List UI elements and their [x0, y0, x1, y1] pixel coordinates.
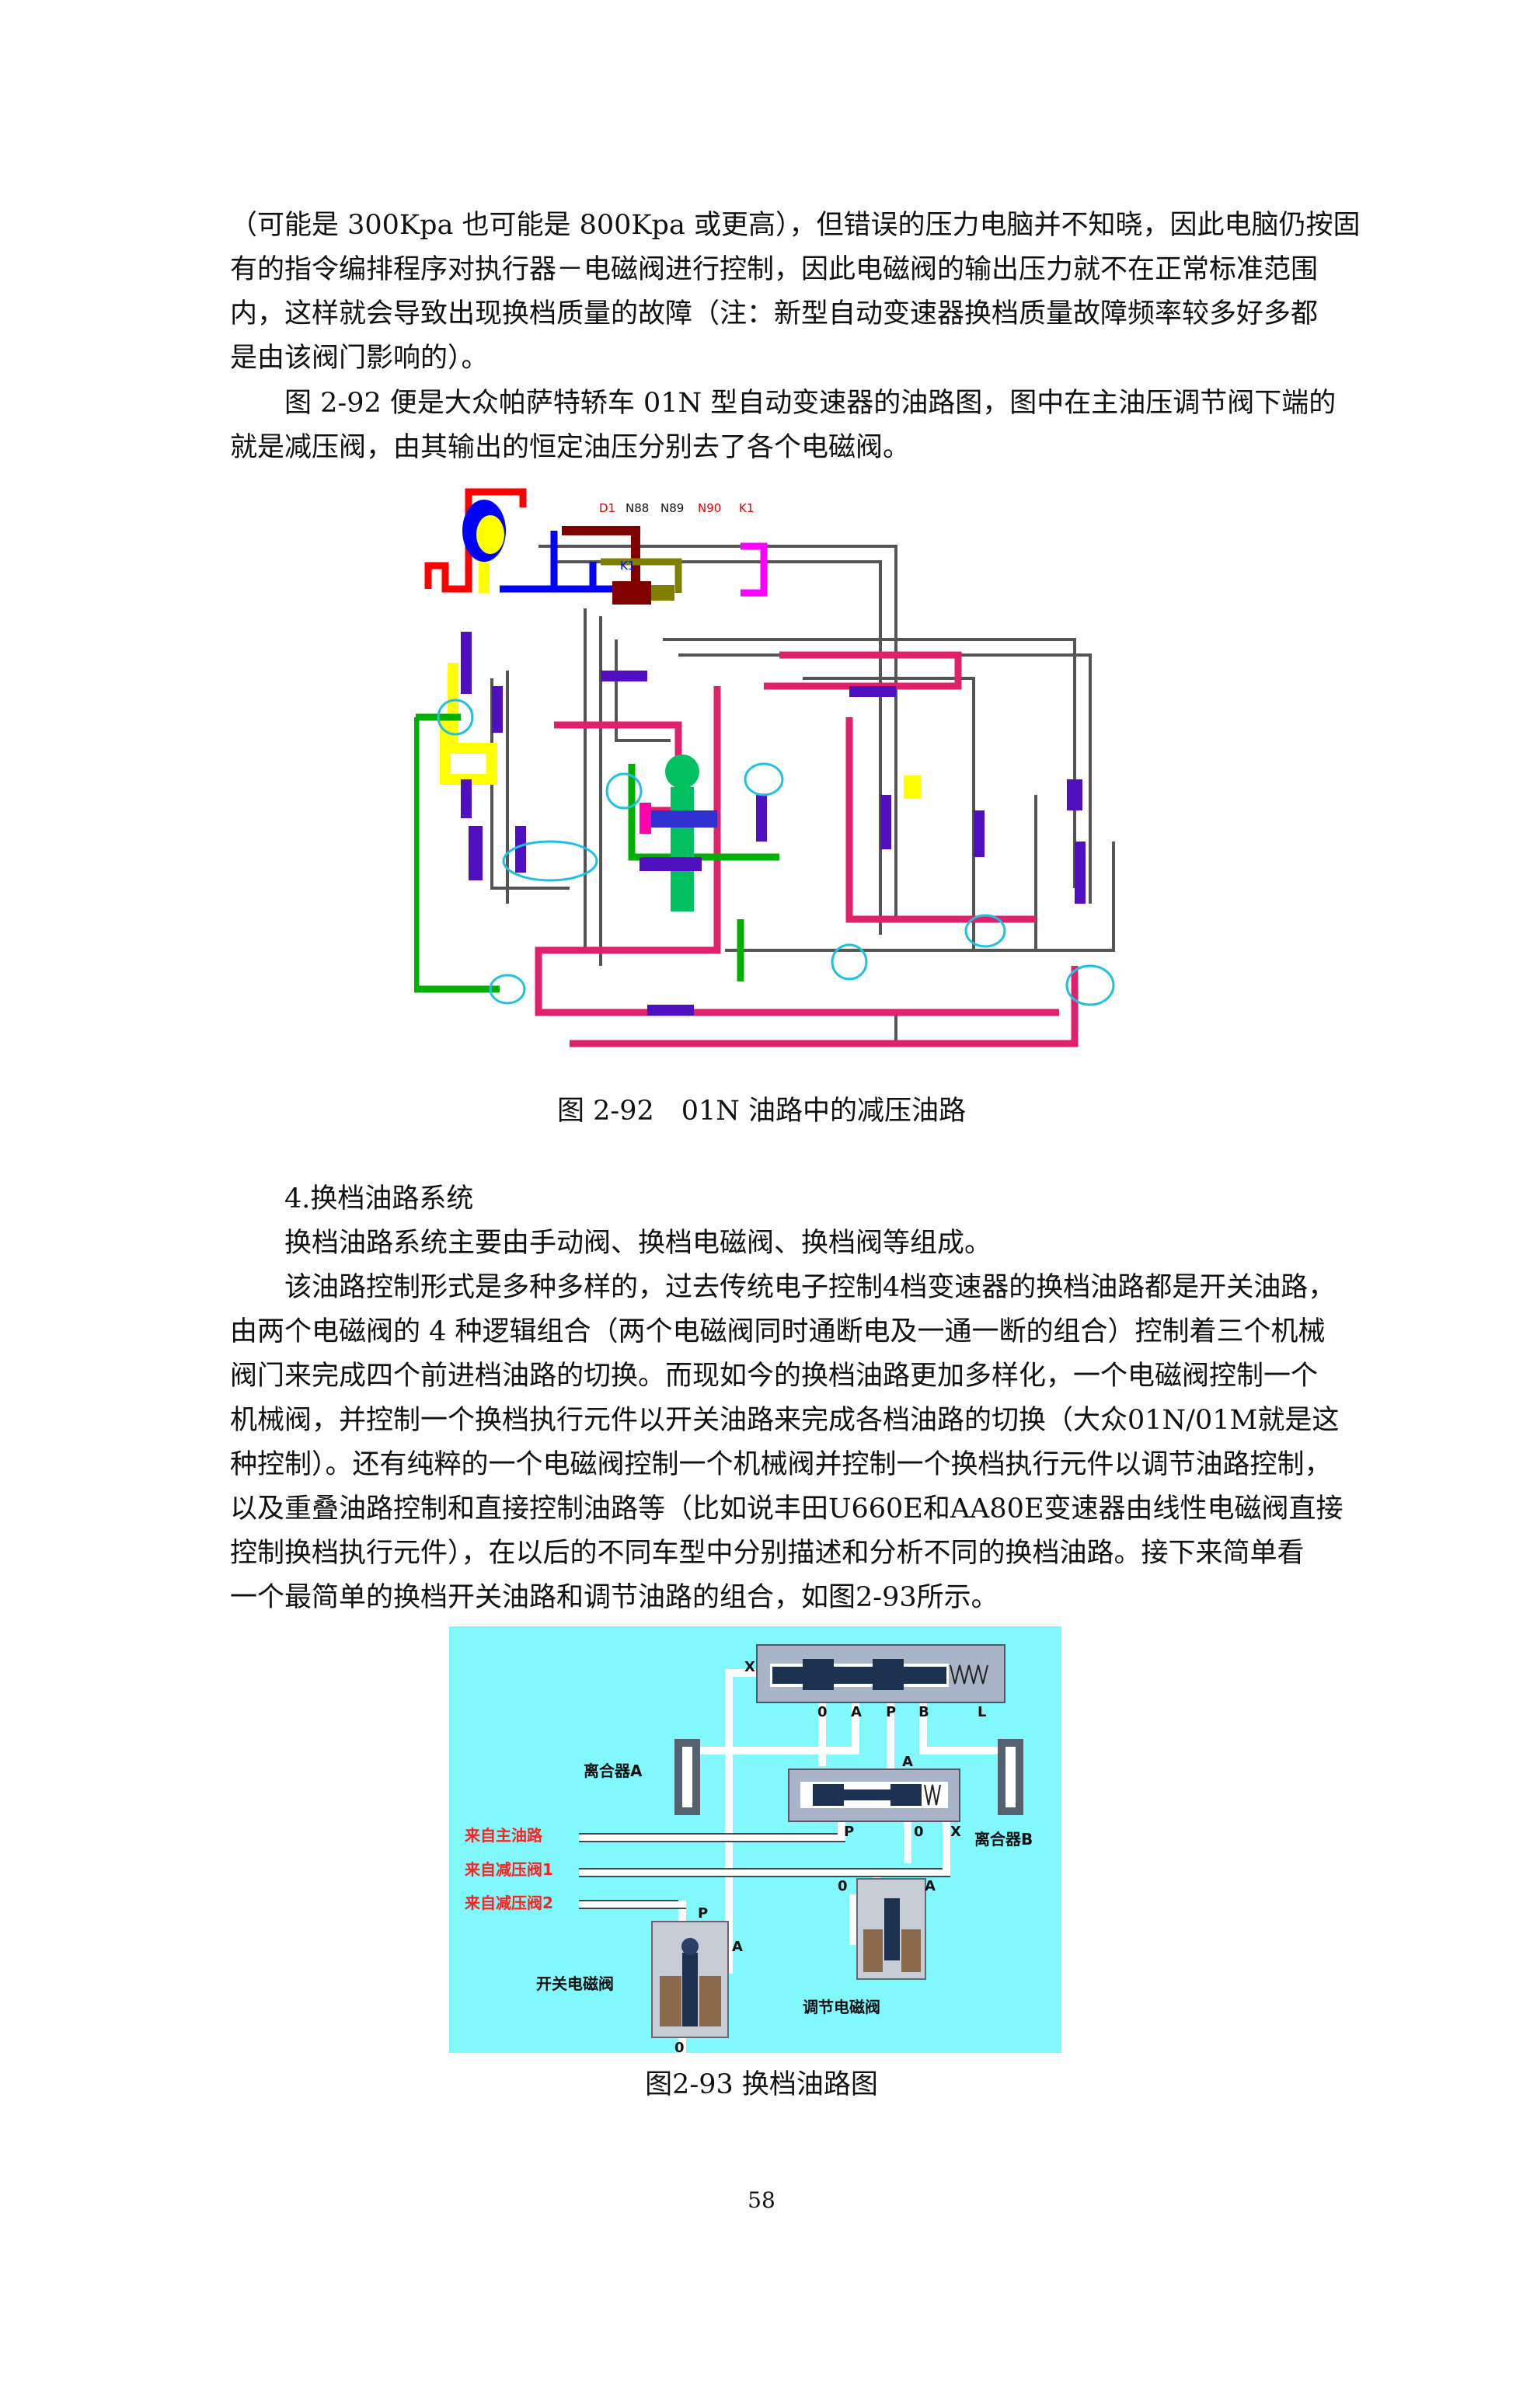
text-line: 以及重叠油路控制和直接控制油路等（比如说丰田U660E和AA80E变速器由线性电…	[230, 1493, 1344, 1525]
section-heading: 4.换档油路系统	[284, 1183, 474, 1214]
label-k1-inner: K1	[620, 559, 635, 573]
text-line: 该油路控制形式是多种多样的，过去传统电子控制4档变速器的换档油路都是开关油路，	[284, 1272, 1336, 1303]
from-reducer1-label: 来自减压阀1	[464, 1860, 553, 1879]
switch-solenoid	[651, 1921, 729, 2038]
label-k1: K1	[739, 501, 754, 515]
port-a-switch: A	[732, 1939, 743, 1955]
text-line: 有的指令编排程序对执行器－电磁阀进行控制，因此电磁阀的输出压力就不在正常标准范围	[230, 254, 1319, 285]
text-line: （可能是 300Kpa 也可能是 800Kpa 或更高），但错误的压力电脑并不知…	[230, 210, 1361, 241]
port-p-switch: P	[698, 1905, 708, 1922]
port-x-mid: X	[950, 1824, 961, 1840]
regulating-solenoid	[856, 1878, 926, 1980]
text-line: 是由该阀门影响的）。	[230, 343, 489, 374]
text-line: 由两个电磁阀的 4 种逻辑组合（两个电磁阀同时通断电及一通一断的组合）控制着三个…	[230, 1316, 1326, 1347]
page-number: 58	[748, 2187, 775, 2213]
figure2-caption: 图2-93 换档油路图	[645, 2069, 878, 2100]
clutch-a-label: 离合器A	[584, 1762, 643, 1780]
port-a-mid: A	[902, 1754, 913, 1770]
clutch-b	[998, 1739, 1023, 1815]
port-b: B	[918, 1704, 929, 1720]
label-n90: N90	[698, 501, 721, 515]
port-a: A	[851, 1704, 862, 1720]
figure-01n-hydraulic-circuit: D1 N88 N89 N90 K1 K1	[414, 488, 1115, 1047]
port-0: 0	[817, 1704, 828, 1720]
figure1-caption: 图 2-92 01N 油路中的减压油路	[556, 1096, 967, 1127]
text-line: 图 2-92 便是大众帕萨特轿车 01N 型自动变速器的油路图，图中在主油压调节…	[284, 388, 1337, 419]
figure-shift-circuit: 0 A P B L X A P 0 X P A 0 A 0 离合器A 离合器B …	[449, 1626, 1061, 2053]
text-line: 机械阀，并控制一个换档执行元件以开关油路来完成各档油路的切换（大众01N/01M…	[230, 1405, 1340, 1436]
text-line: 就是减压阀，由其输出的恒定油压分别去了各个电磁阀。	[230, 432, 911, 463]
text-line: 内，这样就会导致出现换档质量的故障（注：新型自动变速器换档质量故障频率较多好多都	[230, 298, 1319, 329]
clutch-b-label: 离合器B	[974, 1830, 1033, 1849]
port-p: P	[886, 1704, 896, 1720]
text-line: 换档油路系统主要由手动阀、换档电磁阀、换档阀等组成。	[284, 1228, 992, 1259]
label-n88: N88	[626, 501, 649, 515]
clutch-a	[674, 1739, 700, 1815]
regulating-valve	[788, 1769, 960, 1822]
port-0-mid: 0	[914, 1824, 924, 1840]
from-reducer2-label: 来自减压阀2	[464, 1894, 553, 1912]
regulating-solenoid-label: 调节电磁阀	[803, 1998, 880, 2016]
port-0-switch: 0	[674, 2040, 685, 2053]
label-n89: N89	[660, 501, 684, 515]
text-line: 一个最简单的换档开关油路和调节油路的组合，如图2-93所示。	[230, 1582, 998, 1613]
shift-valve	[756, 1644, 1005, 1703]
text-line: 阀门来完成四个前进档油路的切换。而现如今的换档油路更加多样化，一个电磁阀控制一个	[230, 1361, 1319, 1392]
port-0-reg: 0	[838, 1878, 848, 1894]
text-line: 种控制）。还有纯粹的一个电磁阀控制一个机械阀并控制一个换档执行元件以调节油路控制…	[230, 1449, 1332, 1480]
switch-solenoid-label: 开关电磁阀	[536, 1974, 614, 1993]
port-l: L	[978, 1704, 986, 1720]
port-a-reg: A	[925, 1878, 936, 1894]
port-x-top: X	[744, 1659, 755, 1675]
label-d1: D1	[599, 501, 615, 515]
from-main-line-label: 来自主油路	[464, 1826, 543, 1845]
text-line: 控制换档执行元件），在以后的不同车型中分别描述和分析不同的换档油路。接下来简单看	[230, 1538, 1305, 1569]
port-p-mid: P	[844, 1824, 854, 1840]
